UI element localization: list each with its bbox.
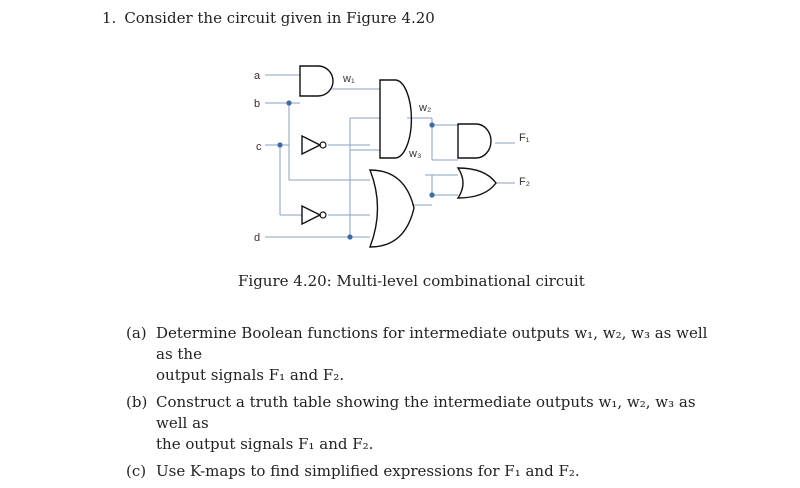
part-b-label: (b): [126, 393, 148, 411]
and-gate-w2: [379, 79, 413, 159]
wire-label-w1: w₁: [342, 73, 355, 85]
part-a-line2: output signals F₁ and F₂.: [156, 366, 345, 384]
wire-label-w2: w₂: [418, 102, 431, 114]
not-gate-c: [301, 134, 322, 156]
input-label-d: d: [254, 232, 260, 244]
part-b: (b) Construct a truth table showing the …: [126, 392, 726, 455]
input-label-a: a: [254, 70, 261, 82]
question-header: 1. Consider the circuit given in Figure 4…: [102, 9, 435, 27]
output-label-f2: F₂: [519, 176, 530, 188]
question-parts: (a) Determine Boolean functions for inte…: [126, 323, 726, 488]
or-gate-w3: [368, 169, 415, 248]
and-gate-w1: [299, 65, 334, 97]
figure-caption: Figure 4.20: Multi-level combinational c…: [238, 272, 585, 290]
or-gate-f2: [456, 167, 497, 199]
part-b-line2: the output signals F₁ and F₂.: [156, 435, 374, 453]
circuit-diagram: a b c d: [254, 65, 530, 248]
wire-label-w3: w₃: [408, 148, 421, 160]
part-c: (c) Use K-maps to find simplified expres…: [126, 461, 726, 482]
question-text: Consider the circuit given in Figure 4.2…: [124, 9, 435, 27]
output-label-f1: F₁: [519, 132, 530, 144]
part-a: (a) Determine Boolean functions for inte…: [126, 323, 726, 386]
part-a-line1: Determine Boolean functions for intermed…: [156, 324, 708, 363]
wires: [265, 74, 515, 238]
and-gate-f1: [457, 123, 492, 159]
part-c-label: (c): [126, 462, 147, 480]
part-b-line1: Construct a truth table showing the inte…: [156, 393, 696, 432]
junction-dots: [277, 100, 435, 240]
question-number: 1.: [102, 9, 117, 27]
not-gate-d: [301, 204, 322, 226]
part-c-line1: Use K-maps to find simplified expression…: [156, 462, 580, 480]
input-label-b: b: [254, 98, 260, 110]
not-bubble-c: [319, 141, 327, 149]
not-bubble-d: [319, 211, 327, 219]
input-label-c: c: [256, 141, 262, 153]
part-a-label: (a): [126, 324, 147, 342]
